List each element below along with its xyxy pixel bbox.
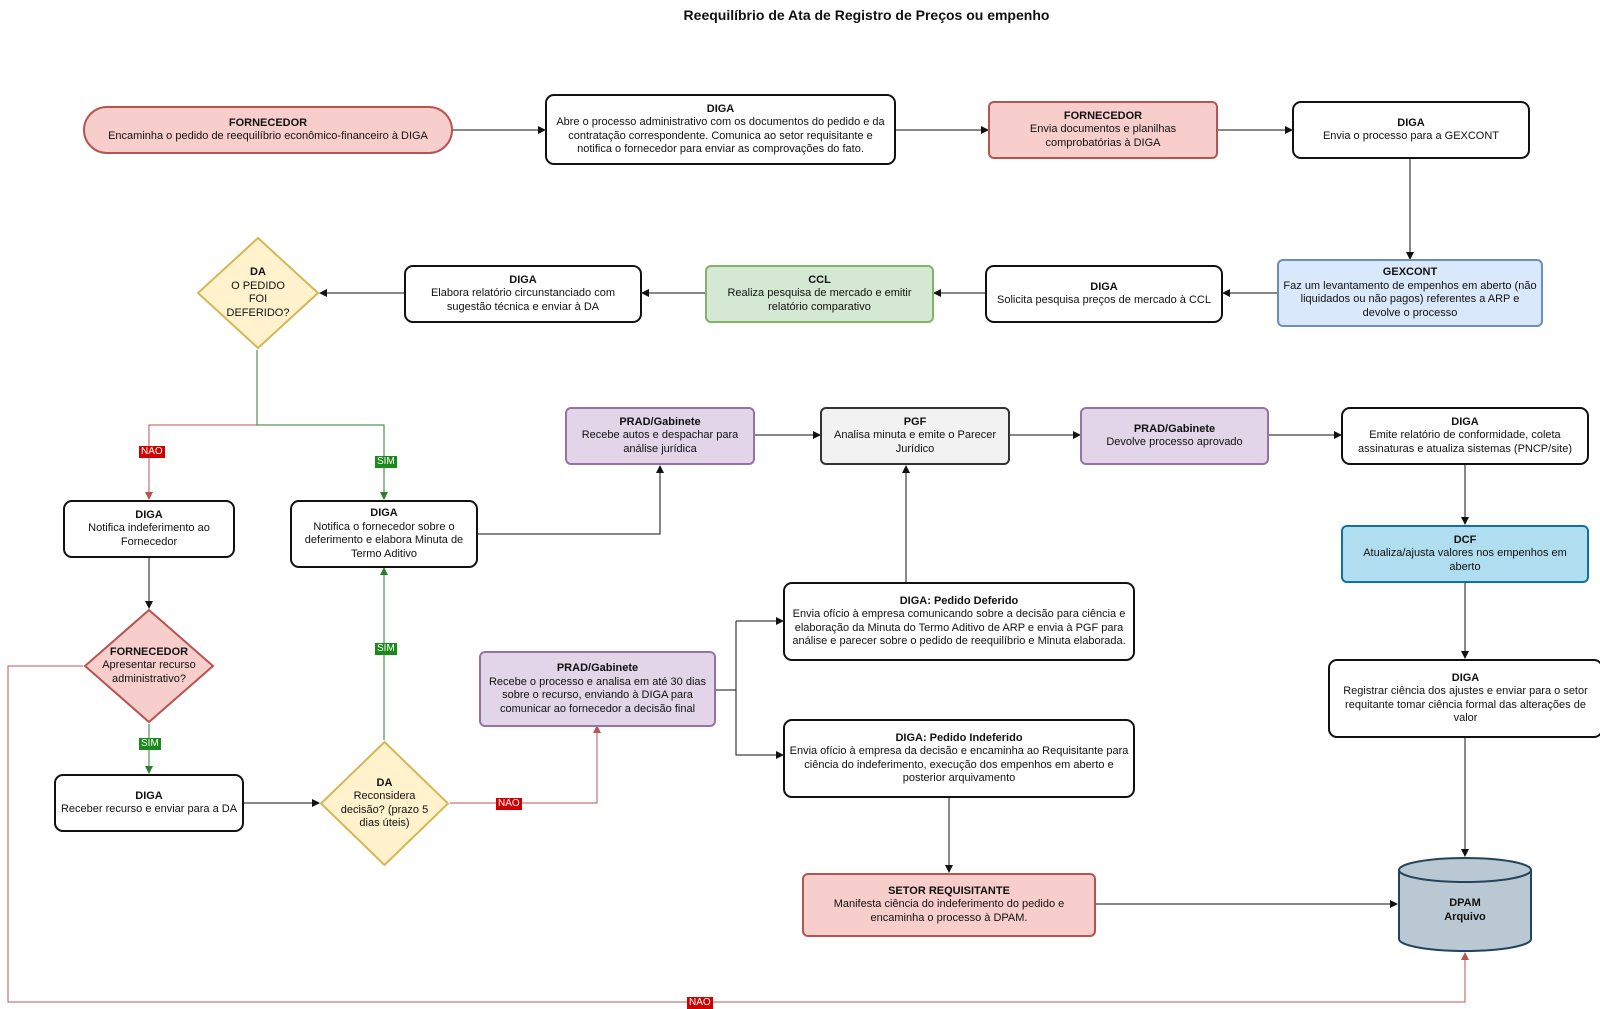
node-text: Envia o processo para a GEXCONT (1322, 130, 1500, 142)
node-text: Notifica o fornecedor sobre o deferiment… (304, 520, 464, 560)
decision-shape (319, 740, 450, 867)
node-text: O PEDIDO FOI DEFERIDO? (226, 279, 290, 319)
node-title: SETOR REQUISITANTE (888, 884, 1010, 897)
node-title: DPAM (1449, 897, 1481, 909)
node-title: DA (250, 266, 266, 278)
node-text: Recebe o processo e analisa em até 30 di… (488, 675, 707, 715)
node-title: DCF (1453, 533, 1477, 546)
node-title: DIGA (370, 507, 398, 519)
edge-label-nao-d2: NÃO (687, 997, 713, 1009)
database-dpam[interactable]: DPAM Arquivo (1397, 856, 1533, 953)
node-setor-requisitante[interactable]: SETOR REQUISITANTE Manifesta ciência do … (802, 873, 1096, 937)
cylinder-shape (1398, 857, 1532, 952)
node-diga-pedido-indeferido[interactable]: DIGA: Pedido Indeferido Envia ofício à e… (783, 719, 1135, 798)
node-text: Realiza pesquisa de mercado e emitir rel… (727, 287, 912, 313)
edge-d1-nao (145, 424, 257, 500)
node-title: PRAD/Gabinete (556, 662, 639, 674)
node-text: Analisa minuta e emite o Parecer Jurídic… (833, 429, 997, 455)
node-title: DIGA (1090, 280, 1118, 293)
node-diga-receber-recurso[interactable]: DIGA Receber recurso e enviar para a DA (54, 774, 244, 832)
diagram-title: Reequilíbrio de Ata de Registro de Preço… (683, 7, 1050, 23)
node-gexcont[interactable]: GEXCONT Faz um levantamento de empenhos … (1277, 259, 1543, 327)
node-title: DA (376, 776, 393, 789)
node-text: Envia documentos e planilhas comprobatór… (1029, 123, 1177, 149)
node-title: DIGA (706, 102, 735, 115)
node-diga-emite-relatorio[interactable]: DIGA Emite relatório de conformidade, co… (1341, 407, 1589, 465)
node-text: Faz um levantamento de empenhos em abert… (1283, 279, 1537, 319)
node-title: FORNECEDOR (1063, 109, 1143, 122)
node-text: Apresentar recurso administrativo? (102, 659, 196, 685)
edge-n10-n11 (478, 465, 664, 535)
decision-recurso[interactable]: FORNECEDOR Apresentar recurso administra… (83, 608, 215, 724)
decision-shape (196, 236, 320, 350)
edge-d2-nao-db (7, 665, 1469, 1003)
edge-n18-n20 (735, 690, 784, 759)
node-diga-solicita-pesquisa[interactable]: DIGA Solicita pesquisa preços de mercado… (985, 265, 1223, 323)
node-title: CCL (808, 273, 831, 286)
edge-label-sim-d2: SIM (139, 738, 161, 750)
node-text: Registrar ciência dos ajustes e enviar p… (1343, 685, 1588, 724)
node-prad-recebe-autos[interactable]: PRAD/Gabinete Recebe autos e despachar p… (565, 407, 755, 465)
node-prad-devolve[interactable]: PRAD/Gabinete Devolve processo aprovado (1080, 407, 1269, 465)
node-title: DIGA: Pedido Indeferido (895, 731, 1023, 744)
node-text: Receber recurso e enviar para a DA (60, 803, 238, 815)
node-title: DIGA (1451, 415, 1479, 428)
database-label: DPAM Arquivo (1397, 896, 1533, 924)
node-text: Encaminha o pedido de reequilíbrio econô… (108, 130, 428, 142)
node-text: Envia ofício à empresa da decisão e enca… (789, 745, 1129, 784)
node-diga-elabora-relatorio[interactable]: DIGA Elabora relatório circunstanciado c… (404, 265, 642, 323)
node-prad-analisa-recurso[interactable]: PRAD/Gabinete Recebe o processo e analis… (479, 651, 716, 727)
edge-d3-nao (450, 725, 601, 804)
node-title: DIGA (135, 789, 163, 802)
node-diga-abre-processo[interactable]: DIGA Abre o processo administrativo com … (545, 94, 896, 165)
node-fornecedor-documentos[interactable]: FORNECEDOR Envia documentos e planilhas … (988, 101, 1218, 159)
node-title: DIGA: Pedido Deferido (899, 594, 1019, 607)
decision-label: DA O PEDIDO FOI DEFERIDO? (196, 236, 320, 350)
edge-label-sim-d3: SIM (375, 643, 397, 655)
node-diga-registrar-ciencia[interactable]: DIGA Registrar ciência dos ajustes e env… (1328, 659, 1600, 738)
node-text: Envia ofício à empresa comunicando sobre… (792, 608, 1126, 647)
decision-pedido-deferido[interactable]: DA O PEDIDO FOI DEFERIDO? (196, 236, 320, 350)
node-pgf[interactable]: PGF Analisa minuta e emite o Parecer Jur… (820, 407, 1010, 465)
node-title: PRAD/Gabinete (619, 415, 701, 428)
node-dcf[interactable]: DCF Atualiza/ajusta valores nos empenhos… (1341, 525, 1589, 583)
decision-shape (83, 608, 215, 724)
node-title: FORNECEDOR (228, 116, 308, 129)
node-fornecedor-pedido[interactable]: FORNECEDOR Encaminha o pedido de reequil… (83, 106, 453, 154)
node-title: PGF (903, 415, 927, 428)
edge-n18-split (716, 621, 737, 691)
node-text: Devolve processo aprovado (1106, 436, 1243, 448)
edge-label-nao-d1: NÃO (139, 446, 165, 458)
edge-d1-sim (257, 424, 388, 500)
edge-label-nao-d3: NÃO (496, 798, 522, 810)
edge-label-sim-d1: SIM (375, 456, 397, 468)
node-title: DIGA (1397, 116, 1425, 129)
node-text: Arquivo (1444, 911, 1486, 923)
node-title: DIGA (1451, 671, 1480, 684)
node-text: Solicita pesquisa preços de mercado à CC… (996, 294, 1211, 306)
node-title: DIGA (509, 273, 537, 286)
decision-reconsidera[interactable]: DA Reconsidera decisão? (prazo 5 dias út… (319, 740, 450, 867)
node-text: Emite relatório de conformidade, coleta … (1358, 429, 1572, 455)
node-title: PRAD/Gabinete (1133, 422, 1216, 435)
node-text: Manifesta ciência do indeferimento do pe… (833, 898, 1065, 924)
node-text: Reconsidera decisão? (prazo 5 dias úteis… (340, 790, 429, 829)
decision-label: FORNECEDOR Apresentar recurso administra… (83, 608, 215, 724)
node-ccl[interactable]: CCL Realiza pesquisa de mercado e emitir… (705, 265, 934, 323)
node-title: FORNECEDOR (109, 645, 189, 658)
node-diga-envia-gexcont[interactable]: DIGA Envia o processo para a GEXCONT (1292, 101, 1530, 159)
node-text: Elabora relatório circunstanciado com su… (430, 287, 616, 313)
node-title: GEXCONT (1382, 266, 1438, 278)
node-text: Recebe autos e despachar para análise ju… (581, 429, 739, 455)
node-diga-notifica-deferimento[interactable]: DIGA Notifica o fornecedor sobre o defer… (290, 500, 478, 568)
node-diga-pedido-deferido[interactable]: DIGA: Pedido Deferido Envia ofício à emp… (783, 582, 1135, 661)
node-text: Atualiza/ajusta valores nos empenhos em … (1363, 547, 1567, 573)
node-title: DIGA (135, 508, 163, 521)
decision-label: DA Reconsidera decisão? (prazo 5 dias út… (319, 740, 450, 867)
node-text: Notifica indeferimento ao Fornecedor (88, 522, 210, 548)
node-text: Abre o processo administrativo com os do… (556, 116, 885, 155)
node-diga-notifica-indeferimento[interactable]: DIGA Notifica indeferimento ao Fornecedo… (63, 500, 235, 558)
